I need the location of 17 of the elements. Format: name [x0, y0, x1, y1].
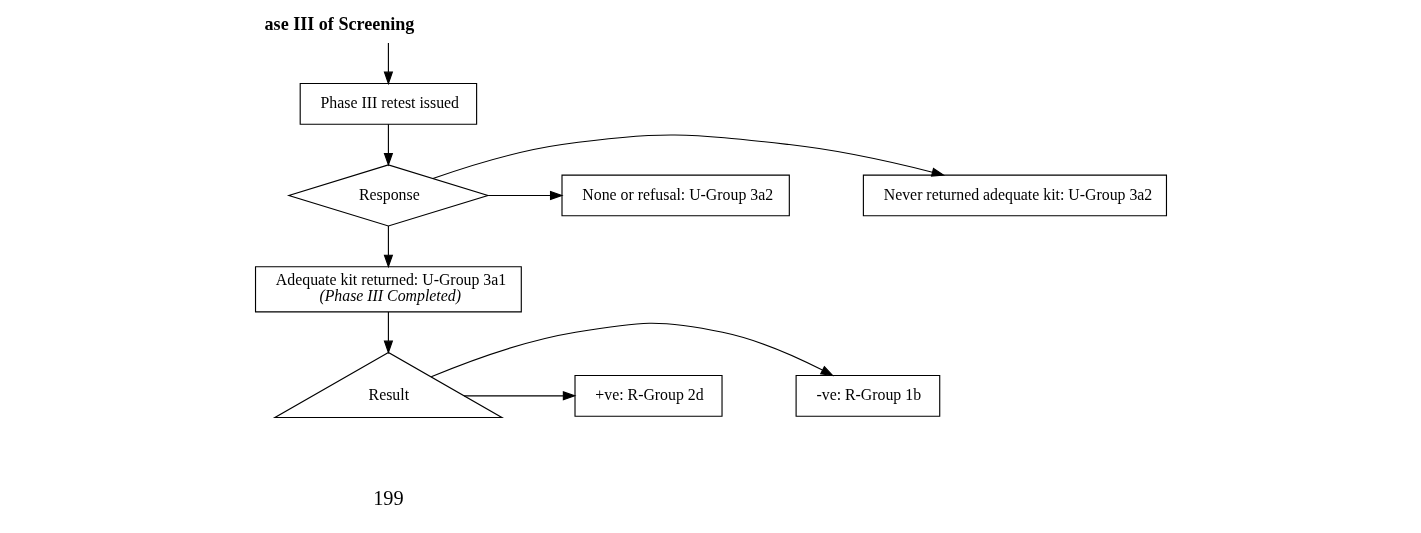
node-box: Adequate kit returned: U-Group 3a1 (Phase III Completed) — [254, 266, 522, 313]
label: 199 — [372, 487, 404, 510]
arrow — [430, 322, 834, 378]
node-box: Phase III retest issued — [299, 82, 477, 125]
arrow — [431, 134, 945, 180]
node-box: None or refusal: U-Group 3a2 — [560, 174, 790, 217]
node-box: Never returned adequate kit: U-Group 3a2 — [862, 174, 1167, 217]
arrow — [463, 391, 576, 401]
node-box: +ve: R-Group 2d — [573, 374, 723, 417]
arrow — [383, 42, 393, 86]
arrow — [487, 190, 564, 201]
node-box: -ve: R-Group 1b — [795, 374, 940, 417]
arrow — [383, 225, 393, 269]
arrow — [383, 123, 393, 167]
node-diamond: Response — [286, 164, 490, 227]
arrow — [383, 311, 393, 355]
diagram-title: ase III of Screening — [264, 14, 414, 35]
